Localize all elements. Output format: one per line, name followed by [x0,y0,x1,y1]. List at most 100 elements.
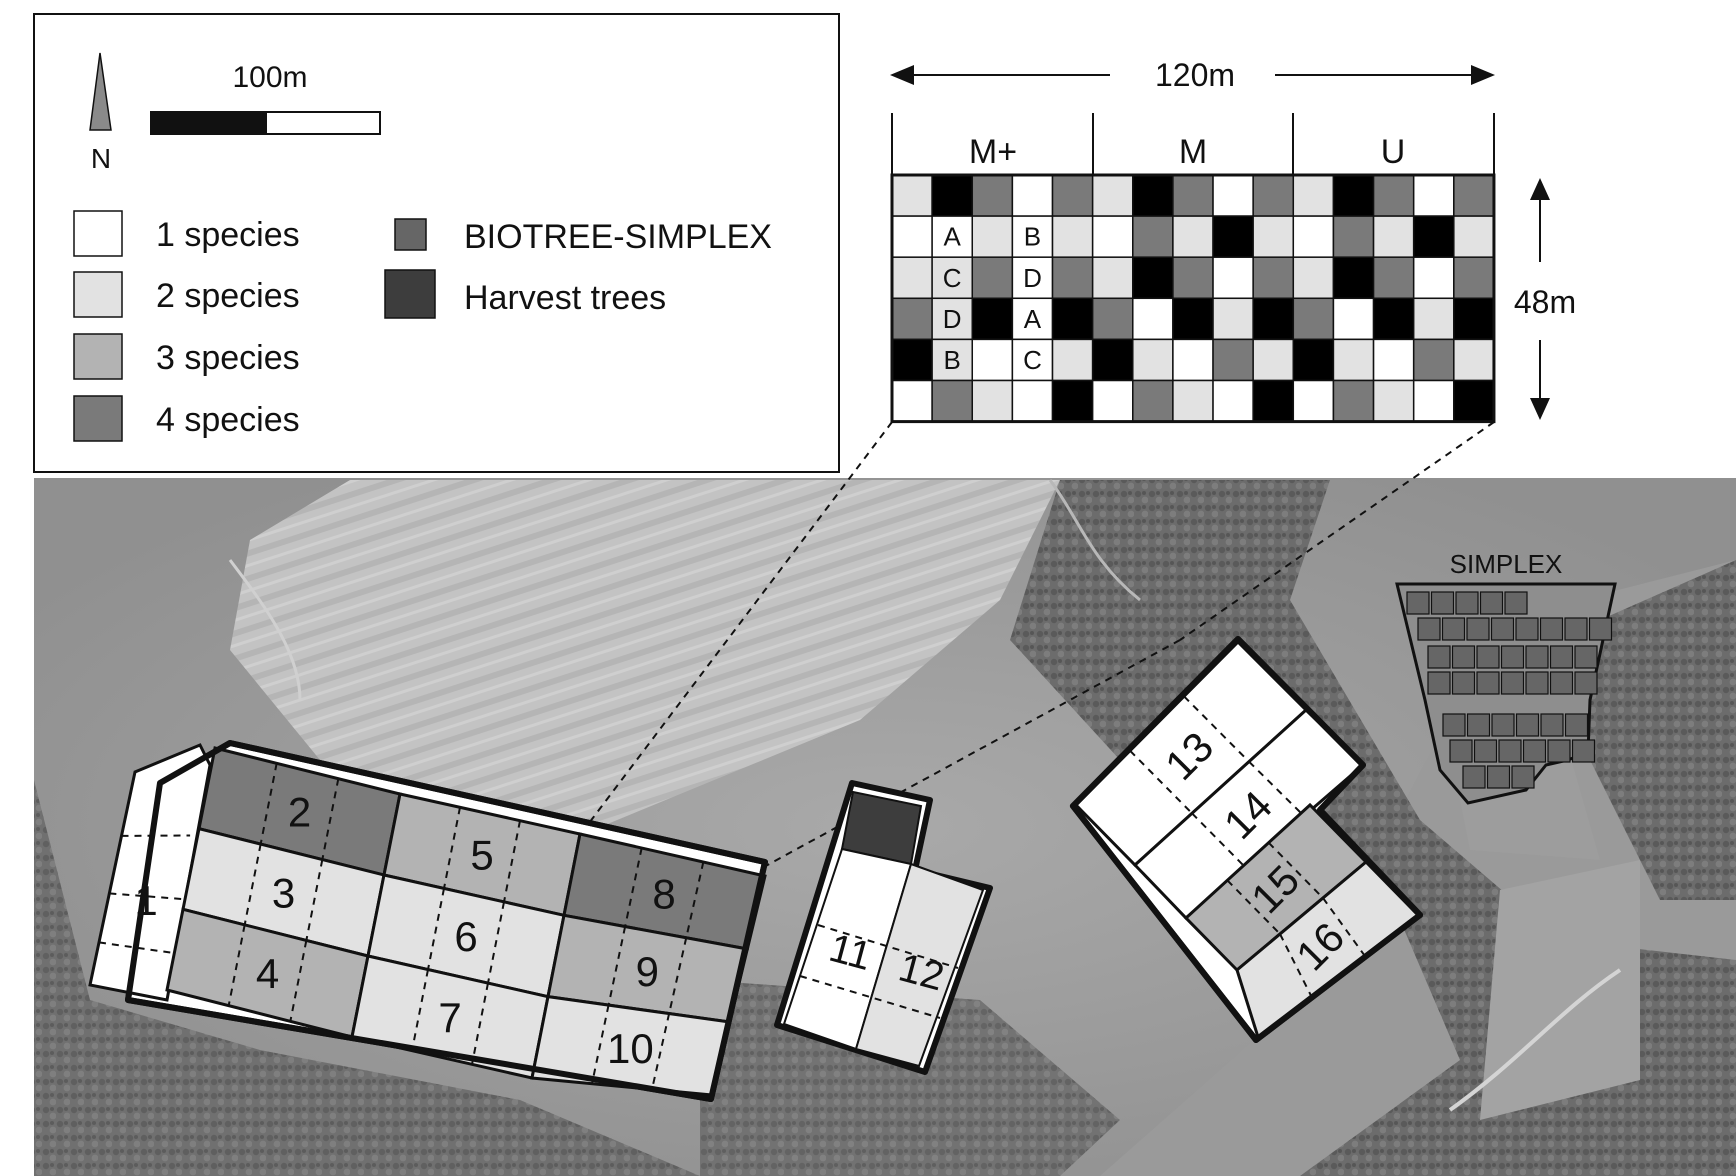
simplex-cell [1441,617,1466,641]
inset-cell [1292,379,1335,423]
inset-cell [1091,338,1134,382]
inset-cell [1091,297,1134,341]
simplex-cell [1466,617,1490,641]
simplex-cell [1549,671,1574,695]
inset-column-m-plus: M+ [969,133,1017,171]
inset-cell [1011,379,1054,423]
plot-label-9: 9 [636,948,659,995]
plot-label-8: 8 [652,871,675,918]
north-label: N [91,143,111,174]
legend-item-1-species: 1 species [156,216,300,254]
simplex-cell [1540,713,1564,737]
inset-cell [1453,174,1495,217]
inset-cell [1132,256,1174,300]
inset-cell [1212,256,1254,300]
simplex-label: SIMPLEX [1450,549,1563,579]
inset-cell [1051,297,1094,341]
inset-cell [1453,256,1495,300]
inset-cell [1332,297,1375,341]
simplex-cell [1491,713,1515,737]
inset-cell [1372,256,1415,300]
inset-cell [1292,174,1335,217]
simplex-cell [1451,645,1476,669]
inset-cell [891,174,933,217]
plot-label-2: 2 [288,788,311,835]
inset-cell [1011,256,1054,300]
inset-cell-letter: B [944,345,961,375]
swatch-3-species [73,333,123,380]
inset-cell [1292,297,1335,341]
legend: N 100m 1 species 2 species 3 species 4 s… [33,13,840,473]
inset-cell [1051,174,1094,217]
inset-cell [1212,215,1254,258]
inset-cell [891,297,933,341]
inset-cell [1132,174,1174,217]
inset-cell-letter: C [943,263,962,293]
inset-cell-letter: A [1024,304,1042,334]
inset-cell-letter: B [1024,222,1041,252]
inset-cell [1412,215,1455,258]
inset-cell [1172,379,1214,423]
simplex-cell [1515,617,1539,641]
inset-cell [1172,215,1214,258]
inset-cell [1091,256,1134,300]
simplex-cell [1406,591,1430,615]
swatch-2-species [73,271,123,318]
simplex-cell [1547,739,1571,763]
inset-cell [891,256,933,300]
plot-label-3: 3 [272,869,295,916]
inset-height-label: 48m [1514,284,1576,320]
simplex-cell [1427,671,1451,695]
inset-cell [1172,297,1214,341]
simplex-cell [1571,739,1596,763]
inset-cell [1252,297,1295,341]
simplex-cell [1466,713,1491,737]
arrow-right-icon [1471,65,1495,85]
inset-cell [1091,215,1134,258]
inset-cell [1372,215,1415,258]
inset-cell [1252,256,1295,300]
inset-cell [1292,215,1335,258]
plot-label-7: 7 [438,994,461,1041]
inset-cell [1132,379,1174,423]
legend-item-2-species: 2 species [156,277,300,315]
inset-cell [1332,379,1375,423]
simplex-cell [1539,617,1564,641]
inset-cell [1252,215,1295,258]
legend-item-3-species: 3 species [156,339,300,377]
simplex-cell [1504,591,1528,615]
simplex-cell [1449,739,1473,763]
simplex-cell [1564,713,1589,737]
simplex-cell [1462,765,1486,789]
plot-label-4: 4 [256,950,279,997]
simplex-cell [1564,617,1588,641]
inset-cell [1212,297,1254,341]
connector-line-left [579,421,893,836]
inset-cell [1332,256,1375,300]
arrow-down-icon [1530,398,1550,420]
inset-cell [891,215,933,258]
simplex-cell [1515,713,1540,737]
inset-cell-letter: C [1023,345,1042,375]
simplex-cell [1486,765,1511,789]
inset-cell [1412,256,1455,300]
inset-column-u: U [1381,133,1406,171]
inset-cell [1252,174,1295,217]
simplex-cell [1490,617,1515,641]
plot-label-6: 6 [454,913,477,960]
inset-cell [971,379,1014,423]
inset-cell-letter: D [943,304,962,334]
inset-cell [971,256,1014,300]
inset-cell [1453,297,1495,341]
simplex-cell [1451,671,1476,695]
simplex-cell [1574,645,1598,669]
swatch-biotree-simplex [394,218,427,251]
swatch-4-species [73,395,123,442]
inset-cell [1332,338,1375,382]
inset-cell [1252,379,1295,423]
inset-column-m: M [1179,133,1207,171]
